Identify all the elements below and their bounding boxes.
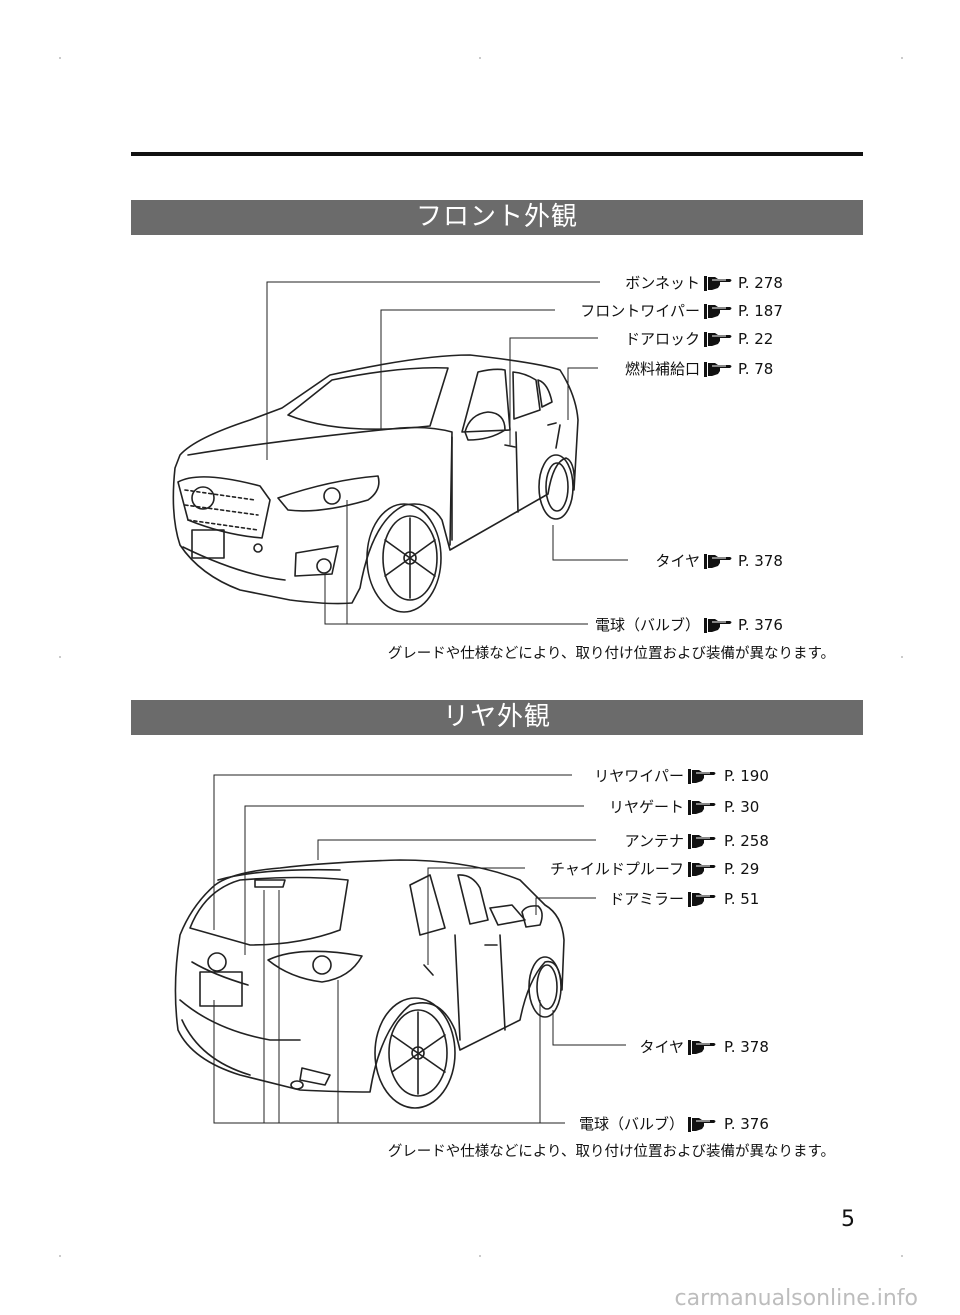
svg-text:電球（バルブ）: 電球（バルブ） xyxy=(579,1115,684,1133)
pointing-hand-icon xyxy=(687,833,716,850)
svg-text:ボンネット: ボンネット xyxy=(625,274,700,292)
svg-text:タイヤ: タイヤ xyxy=(639,1038,684,1056)
page-ref-bulb-front: P. 376 xyxy=(738,616,783,634)
rear-leader-lines xyxy=(213,774,626,1124)
svg-text:リヤワイパー: リヤワイパー xyxy=(594,767,684,785)
page-ref-fuel-filler: P. 78 xyxy=(738,360,773,378)
pointing-hand-icon xyxy=(687,799,716,816)
page-ref-door-mirror: P. 51 xyxy=(724,890,759,908)
label-child-proof: チャイルドプルーフ xyxy=(550,860,684,878)
rear-car-illustration xyxy=(174,859,565,1109)
label-tire-front: タイヤ xyxy=(655,552,700,570)
label-rear-wiper: リヤワイパー xyxy=(594,767,684,785)
label-fuel-filler: 燃料補給口 xyxy=(625,360,700,378)
front-note: グレードや仕様などにより、取り付け位置および装備が異なります。 xyxy=(388,645,835,662)
label-front-wiper: フロントワイパー xyxy=(580,302,700,320)
rear-note: グレードや仕様などにより、取り付け位置および装備が異なります。 xyxy=(388,1143,835,1160)
label-bonnet: ボンネット xyxy=(625,274,700,292)
label-door-lock: ドアロック xyxy=(625,330,700,348)
svg-text:リヤゲート: リヤゲート xyxy=(609,798,684,816)
page-ref-tire-front: P. 378 xyxy=(738,552,783,570)
header-rule xyxy=(131,152,863,156)
svg-text:アンテナ: アンテナ xyxy=(625,832,684,850)
pointing-hand-icon xyxy=(687,1039,716,1056)
pointing-hand-icon xyxy=(687,768,716,785)
pointing-hand-icon xyxy=(687,1116,716,1133)
page-ref-antenna: P. 258 xyxy=(724,832,769,850)
page-ref-liftgate: P. 30 xyxy=(724,798,759,816)
svg-text:ドアロック: ドアロック xyxy=(625,330,700,348)
pointing-hand-icon xyxy=(703,275,732,292)
crop-marks xyxy=(59,57,903,1257)
page-number: 5 xyxy=(841,1207,855,1232)
svg-text:燃料補給口: 燃料補給口 xyxy=(625,360,700,378)
page-ref-rear-wiper: P. 190 xyxy=(724,767,769,785)
svg-text:タイヤ: タイヤ xyxy=(655,552,700,570)
page-ref-bulb-rear: P. 376 xyxy=(724,1115,769,1133)
page-ref-front-wiper: P. 187 xyxy=(738,302,783,320)
pointing-hand-icon xyxy=(703,361,732,378)
watermark: carmanualsonline.info xyxy=(675,1286,918,1311)
page-ref-child-proof: P. 29 xyxy=(724,860,759,878)
page-ref-tire-rear: P. 378 xyxy=(724,1038,769,1056)
page-ref-door-lock: P. 22 xyxy=(738,330,773,348)
svg-text:チャイルドプルーフ: チャイルドプルーフ xyxy=(550,860,684,878)
label-door-mirror: ドアミラー xyxy=(609,890,684,908)
label-antenna: アンテナ xyxy=(625,832,684,850)
label-tire-rear: タイヤ xyxy=(639,1038,684,1056)
front-labels: ボンネット P. 278 フロントワイパー P. 187 ドアロック P. 22… xyxy=(388,274,835,662)
pointing-hand-icon xyxy=(687,891,716,908)
section-title-rear: リヤ外観 xyxy=(131,700,863,735)
label-bulb-rear: 電球（バルブ） xyxy=(579,1115,684,1133)
label-bulb-front: 電球（バルブ） xyxy=(595,616,700,634)
rear-labels: リヤワイパー P. 190 リヤゲート P. 30 アンテナ P. 258 チャ… xyxy=(388,767,835,1160)
section-title-front: フロント外観 xyxy=(131,200,863,235)
pointing-hand-icon xyxy=(703,303,732,320)
front-leader-lines xyxy=(266,281,628,625)
pointing-hand-icon xyxy=(687,861,716,878)
svg-text:ドアミラー: ドアミラー xyxy=(609,890,684,908)
svg-text:フロントワイパー: フロントワイパー xyxy=(580,302,700,320)
pointing-hand-icon xyxy=(703,331,732,348)
label-liftgate: リヤゲート xyxy=(609,798,684,816)
page-ref-bonnet: P. 278 xyxy=(738,274,783,292)
front-car-illustration xyxy=(172,354,579,613)
svg-text:電球（バルブ）: 電球（バルブ） xyxy=(595,616,700,634)
pointing-hand-icon xyxy=(703,553,732,570)
pointing-hand-icon xyxy=(703,617,732,634)
